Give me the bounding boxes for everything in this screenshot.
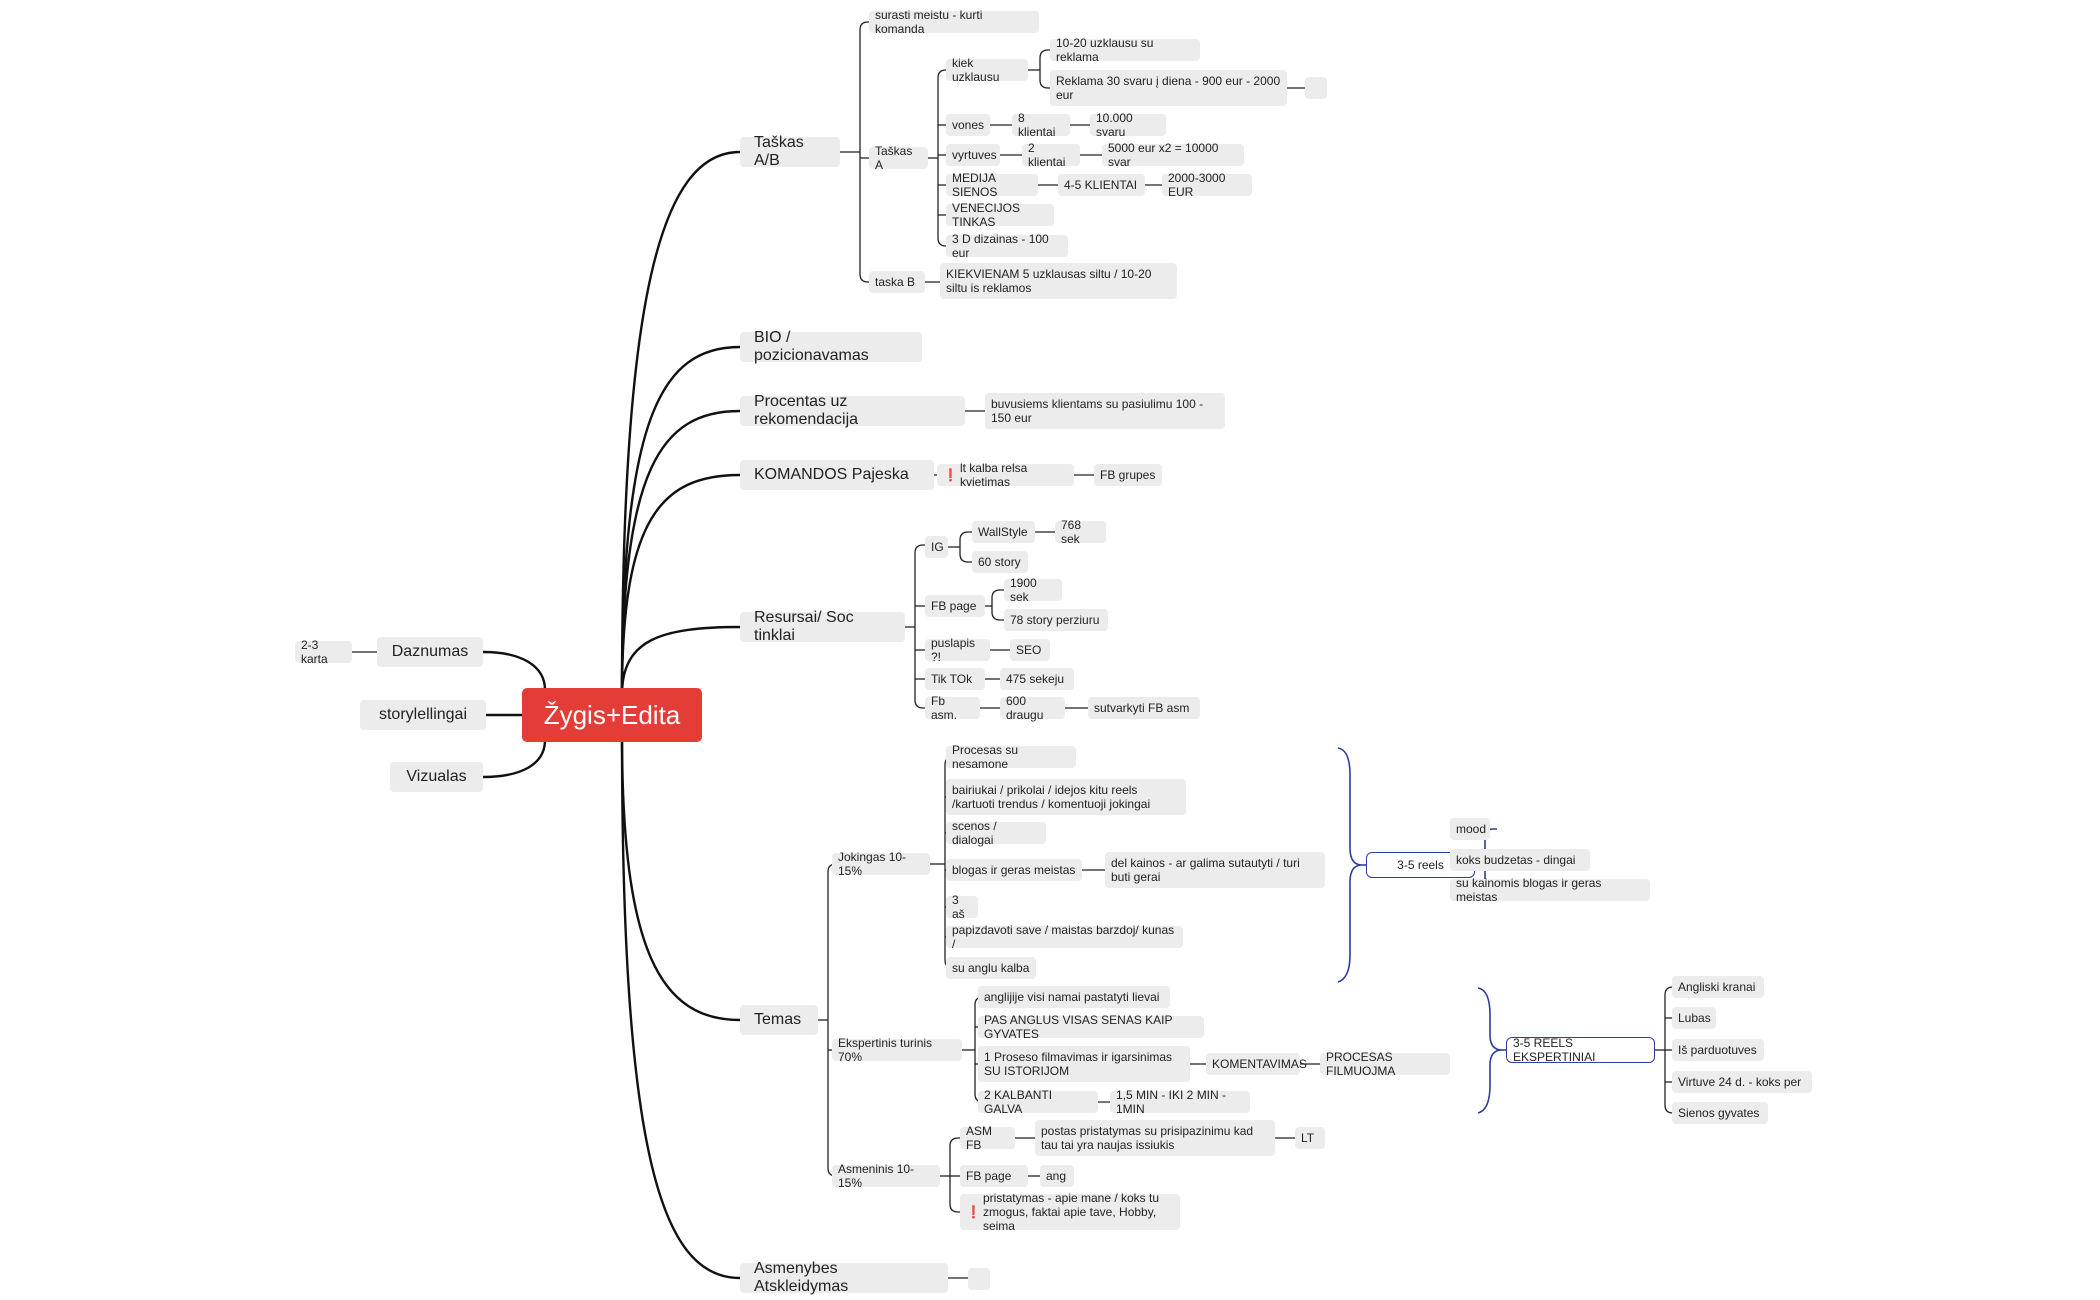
- node-surasti[interactable]: surasti meistu - kurti komanda: [869, 8, 1039, 36]
- node-vyrt-klientai[interactable]: 2 klientai: [1022, 141, 1080, 169]
- node-taskas-a[interactable]: Taškas A: [869, 144, 928, 172]
- node-eksp-reels-summary[interactable]: 3-5 REELS EKSPERTINIAI: [1506, 1036, 1655, 1064]
- node-jokingas[interactable]: Jokingas 10-15%: [832, 850, 930, 878]
- node-a-lt[interactable]: LT: [1295, 1127, 1325, 1149]
- node-ig[interactable]: IG: [925, 536, 948, 558]
- node-e-procesas[interactable]: PROCESAS FILMUOJMA: [1320, 1050, 1450, 1078]
- node-fb-page[interactable]: FB page: [925, 595, 985, 617]
- node-wall-sek[interactable]: 768 sek: [1055, 518, 1106, 546]
- node-vones-klientai[interactable]: 8 klientai: [1012, 111, 1070, 139]
- node-er-virtuve[interactable]: Virtuve 24 d. - koks per: [1672, 1071, 1812, 1093]
- node-fb-story[interactable]: 78 story perziuru: [1004, 609, 1108, 631]
- node-tiktok-sek[interactable]: 475 sekeju: [1000, 668, 1074, 690]
- node-draugu[interactable]: 600 draugu: [1000, 694, 1065, 722]
- topic-resursai[interactable]: Resursai/ Soc tinklai: [740, 609, 905, 644]
- node-venecijos[interactable]: VENECIJOS TINKAS: [946, 201, 1054, 229]
- node-a-ang[interactable]: ang: [1040, 1165, 1074, 1187]
- node-j-scenos[interactable]: scenos / dialogai: [946, 819, 1046, 847]
- topic-daznumas[interactable]: Daznumas: [377, 637, 483, 667]
- node-ekspertinis[interactable]: Ekspertinis turinis 70%: [832, 1036, 962, 1064]
- node-er-parduotuves[interactable]: Iš parduotuves: [1672, 1039, 1764, 1061]
- node-sutvarkyti[interactable]: sutvarkyti FB asm: [1088, 697, 1200, 719]
- node-dizainas[interactable]: 3 D dizainas - 100 eur: [946, 232, 1068, 260]
- node-tiktok[interactable]: Tik TOk: [925, 668, 985, 690]
- node-ig-story[interactable]: 60 story: [972, 551, 1028, 573]
- node-j-procesas[interactable]: Procesas su nesamone: [946, 743, 1076, 771]
- node-er-sienos[interactable]: Sienos gyvates: [1672, 1102, 1768, 1124]
- node-medija-eur[interactable]: 2000-3000 EUR: [1162, 171, 1252, 199]
- node-medija[interactable]: MEDIJA SIENOS: [946, 171, 1038, 199]
- root-topic[interactable]: Žygis+Edita: [522, 688, 702, 742]
- node-reels-mood[interactable]: mood: [1450, 818, 1490, 840]
- node-empty-1[interactable]: [1305, 77, 1327, 99]
- topic-temas[interactable]: Temas: [740, 1005, 818, 1035]
- node-a-postas[interactable]: postas pristatymas su prisipazinimu kad …: [1035, 1120, 1275, 1156]
- node-medija-klientai[interactable]: 4-5 KLIENTAI: [1058, 174, 1145, 196]
- node-taska-b[interactable]: taska B: [869, 271, 925, 293]
- node-vyrtuves[interactable]: vyrtuves: [946, 144, 1000, 166]
- node-j-kainos[interactable]: del kainos - ar galima sutautyti / turi …: [1105, 852, 1325, 888]
- topic-asmenybes[interactable]: Asmenybes Atskleidymas: [740, 1260, 948, 1295]
- topic-storytelling[interactable]: storylellingai: [360, 700, 486, 730]
- node-e-pas-anglus[interactable]: PAS ANGLUS VISAS SENAS KAIP GYVATES: [978, 1013, 1204, 1041]
- node-a-pristatymas-text: pristatymas - apie mane / koks tu zmogus…: [982, 1191, 1160, 1233]
- node-reels-kainomis[interactable]: su kainomis blogas ir geras meistas: [1450, 876, 1650, 904]
- node-j-anglu[interactable]: su anglu kalba: [946, 957, 1036, 979]
- node-a-pristatymas[interactable]: ❗pristatymas - apie mane / koks tu zmogu…: [960, 1191, 1180, 1233]
- topic-vizualas[interactable]: Vizualas: [390, 762, 483, 792]
- node-e-min[interactable]: 1,5 MIN - IKI 2 MIN - 1MIN: [1110, 1088, 1250, 1116]
- node-komandos-kalba-text: lt kalba relsa kvietimas: [959, 461, 1028, 489]
- exclamation-icon: ❗: [966, 1205, 981, 1219]
- node-wallstyle[interactable]: WallStyle: [972, 521, 1035, 543]
- node-fb-sek[interactable]: 1900 sek: [1004, 576, 1062, 604]
- node-reklama-svaru[interactable]: Reklama 30 svaru į diena - 900 eur - 200…: [1050, 70, 1287, 106]
- topic-taskas-ab[interactable]: Taškas A/B: [740, 134, 840, 169]
- node-j-3as[interactable]: 3 aš: [946, 893, 978, 921]
- topic-procentas[interactable]: Procentas uz rekomendacija: [740, 393, 965, 428]
- node-j-bairiukai[interactable]: bairiukai / prikolai / idejos kitu reels…: [946, 779, 1186, 815]
- exclamation-icon: ❗: [943, 468, 958, 482]
- node-komandos-kalba[interactable]: ❗lt kalba relsa kvietimas: [937, 461, 1074, 489]
- topic-daznumas-value[interactable]: 2-3 karta: [295, 638, 352, 666]
- node-uzklausu-reklama[interactable]: 10-20 uzklausu su reklama: [1050, 36, 1200, 64]
- node-er-kranai[interactable]: Angliski kranai: [1672, 976, 1764, 998]
- node-taska-b-text[interactable]: KIEKVIENAM 5 uzklausas siltu / 10-20 sil…: [940, 263, 1177, 299]
- node-reels-budzetas[interactable]: koks budzetas - dingai: [1450, 849, 1590, 871]
- node-e-kalbanti[interactable]: 2 KALBANTI GALVA: [978, 1088, 1098, 1116]
- node-vones[interactable]: vones: [946, 114, 990, 136]
- topic-komandos[interactable]: KOMANDOS Pajeska: [740, 460, 934, 490]
- node-vones-svaru[interactable]: 10.000 svaru: [1090, 111, 1166, 139]
- node-j-blogas[interactable]: blogas ir geras meistas: [946, 859, 1082, 881]
- node-fb-grupes[interactable]: FB grupes: [1094, 464, 1162, 486]
- node-a-fb-page[interactable]: FB page: [960, 1165, 1028, 1187]
- node-empty-2[interactable]: [968, 1268, 990, 1290]
- node-vyrt-suma[interactable]: 5000 eur x2 = 10000 svar: [1102, 141, 1244, 169]
- node-procentas-text[interactable]: buvusiems klientams su pasiulimu 100 - 1…: [985, 393, 1225, 429]
- node-a-asm-fb[interactable]: ASM FB: [960, 1124, 1015, 1152]
- node-e-komentavimas[interactable]: KOMENTAVIMAS: [1206, 1053, 1307, 1075]
- node-asmeninis[interactable]: Asmeninis 10-15%: [832, 1162, 940, 1190]
- node-seo[interactable]: SEO: [1010, 639, 1050, 661]
- node-er-lubas[interactable]: Lubas: [1672, 1007, 1716, 1029]
- node-fb-asm[interactable]: Fb asm.: [925, 694, 980, 722]
- node-kiek-uzklausu[interactable]: kiek uzklausu: [946, 56, 1028, 84]
- node-puslapis[interactable]: puslapis ?!: [925, 636, 990, 664]
- node-e-proseso[interactable]: 1 Proseso filmavimas ir igarsinimas SU I…: [978, 1046, 1190, 1082]
- node-j-papizdavoti[interactable]: papizdavoti save / maistas barzdoj/ kuna…: [946, 923, 1183, 951]
- node-e-anglijije[interactable]: anglijije visi namai pastatyti lievai: [978, 986, 1170, 1008]
- topic-bio[interactable]: BIO / pozicionavamas: [740, 329, 922, 364]
